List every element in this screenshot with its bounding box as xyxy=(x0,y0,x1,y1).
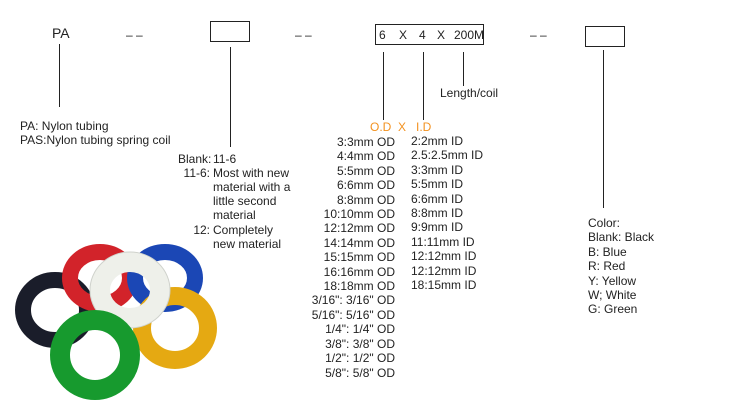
id-item: 3:3mm ID xyxy=(411,162,464,177)
id-item: 6:6mm ID xyxy=(411,191,464,206)
od-item: 1/4": 1/4" OD xyxy=(325,322,395,337)
id-item: 9:9mm ID xyxy=(411,220,464,235)
id-item: 2:2mm ID xyxy=(411,134,464,148)
leader-line xyxy=(59,44,61,107)
color-item: Color: xyxy=(588,216,621,230)
material-key: 11-6: xyxy=(183,166,210,180)
leader-line xyxy=(230,47,232,147)
material-text: Completely new material xyxy=(213,223,282,251)
green-coil xyxy=(50,310,140,400)
white-coil xyxy=(90,252,170,328)
od-item: 5:5mm OD xyxy=(336,163,395,178)
od-item: 5/16": 5/16" OD xyxy=(311,307,395,322)
x-header: X xyxy=(398,120,407,134)
yellow-coil xyxy=(133,287,217,369)
color-item: R: Red xyxy=(588,259,626,274)
material-code-box xyxy=(210,21,250,42)
material-text: 11-6 xyxy=(213,152,237,166)
separator: – – xyxy=(295,28,312,42)
material-key: Blank: xyxy=(178,152,212,166)
leader-line xyxy=(423,52,425,120)
separator: – – xyxy=(126,28,143,42)
prefix-code: PA xyxy=(52,25,70,41)
color-item: G: Green xyxy=(588,302,638,317)
material-text: Most with new material with a little sec… xyxy=(213,166,291,222)
od-item: 6:6mm OD xyxy=(336,178,395,193)
od-item: 5/8": 5/8" OD xyxy=(325,365,395,380)
leader-line xyxy=(603,50,605,208)
od-item: 14:14mm OD xyxy=(323,235,395,250)
id-item: 5:5mm ID xyxy=(411,177,464,192)
leader-line xyxy=(463,52,465,86)
leader-line xyxy=(383,52,385,120)
od-item: 16:16mm OD xyxy=(323,264,395,279)
length-code: 200M xyxy=(454,28,485,42)
od-item: 3/8": 3/8" OD xyxy=(325,336,395,351)
od-item: 3/16": 3/16" OD xyxy=(311,293,395,308)
x-sep: X xyxy=(399,28,408,42)
od-item: 8:8mm OD xyxy=(336,192,395,207)
od-code: 6 xyxy=(379,28,386,42)
color-item: W; White xyxy=(588,288,637,303)
size-code-box: 6 X 4 X 200M xyxy=(375,24,484,45)
color-code-box xyxy=(585,26,625,47)
od-item: 18:18mm OD xyxy=(323,279,395,294)
color-item: Blank: Black xyxy=(588,230,655,245)
id-item: 8:8mm ID xyxy=(411,206,464,221)
id-item: 11:11mm ID xyxy=(411,234,475,249)
id-item: 18:15mm ID xyxy=(411,278,477,293)
od-item: 10:10mm OD xyxy=(323,207,395,222)
id-item: 2.5:2.5mm ID xyxy=(411,148,484,163)
od-item: 3:3mm OD xyxy=(336,135,395,149)
prefix-desc-item: PA: Nylon tubing xyxy=(20,119,109,133)
od-item: 15:15mm OD xyxy=(323,250,395,265)
color-item: Y: Yellow xyxy=(588,273,637,288)
color-item: B: Blue xyxy=(588,244,627,259)
id-code: 4 xyxy=(419,28,426,42)
prefix-desc-item: PAS:Nylon tubing spring coil xyxy=(20,133,171,147)
material-key: 12: xyxy=(193,223,210,237)
id-item: 12:12mm ID xyxy=(411,249,477,264)
separator: – – xyxy=(530,28,547,42)
id-item: 12:12mm ID xyxy=(411,263,477,278)
od-header: O.D xyxy=(370,120,392,134)
x-sep: X xyxy=(437,28,446,42)
length-label: Length/coil xyxy=(440,86,499,100)
prefix-description: PA: Nylon tubing PAS:Nylon tubing spring… xyxy=(20,119,171,147)
id-header: I.D xyxy=(416,120,432,134)
od-item: 12:12mm OD xyxy=(323,221,395,236)
od-item: 4:4mm OD xyxy=(336,149,395,164)
nylon-tubing-coils-photo xyxy=(15,244,217,400)
od-item: 1/2": 1/2" OD xyxy=(325,351,395,366)
